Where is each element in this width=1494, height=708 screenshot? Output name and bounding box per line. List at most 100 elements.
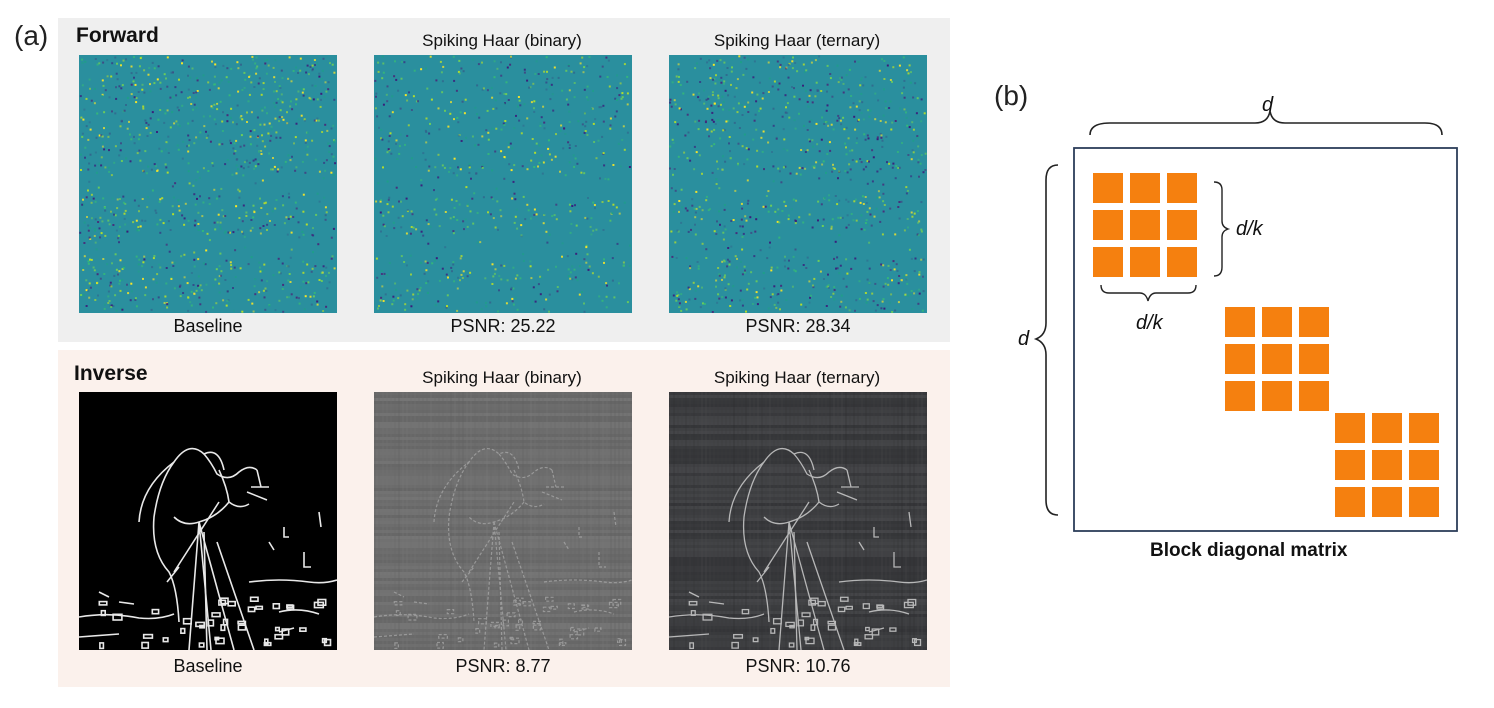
heatmap-pixel (125, 104, 127, 106)
heatmap-pixel (311, 267, 314, 270)
edge-line (669, 609, 910, 638)
stripe (510, 392, 512, 650)
stripe (374, 422, 632, 425)
heatmap-pixel (170, 71, 173, 74)
heatmap-pixel (517, 105, 519, 108)
heatmap-pixel (721, 95, 724, 98)
heatmap-pixel (239, 145, 242, 148)
heatmap-pixel (583, 310, 586, 313)
heatmap-pixel (892, 66, 895, 69)
heatmap-pixel (295, 296, 298, 299)
stripe (374, 599, 632, 602)
inverse-section-title: Inverse (74, 362, 148, 385)
heatmap-pixel (800, 149, 803, 151)
stripe (486, 392, 488, 650)
edge-blob (264, 638, 269, 646)
heatmap-pixel (202, 201, 205, 204)
heatmap-pixel (866, 298, 869, 301)
heatmap-pixel (445, 273, 448, 276)
heatmap-pixel (409, 254, 412, 257)
stripe (374, 449, 632, 452)
heatmap-pixel (289, 105, 292, 108)
heatmap-pixel (562, 147, 565, 150)
heatmap-pixel (164, 163, 167, 166)
heatmap-pixel (287, 279, 290, 282)
heatmap-pixel (470, 177, 472, 180)
heatmap-pixel (891, 166, 894, 169)
heatmap-pixel (151, 61, 154, 64)
heatmap-pixel (696, 62, 698, 65)
edge-line (836, 469, 859, 501)
heatmap-pixel (118, 282, 121, 285)
heatmap-pixel (438, 128, 441, 131)
edge-blob (789, 624, 795, 629)
heatmap-pixel (107, 302, 110, 304)
heatmap-pixel (687, 230, 690, 233)
stripe (398, 392, 400, 650)
heatmap-pixel (561, 242, 564, 245)
heatmap-pixel (862, 118, 865, 121)
heatmap-pixel (871, 84, 874, 87)
heatmap-pixel (767, 307, 770, 310)
heatmap-pixel (112, 305, 115, 308)
heatmap-pixel (196, 77, 198, 80)
heatmap-pixel (912, 128, 915, 131)
heatmap-pixel (177, 205, 180, 208)
heatmap-pixel (868, 115, 871, 118)
heatmap-pixel (320, 98, 322, 101)
heatmap-pixel (266, 229, 268, 231)
heatmap-pixel (848, 163, 851, 166)
heatmap-pixel (613, 296, 616, 299)
heatmap-pixel (560, 124, 563, 127)
heatmap-pixel (133, 142, 136, 145)
heatmap-pixel (167, 135, 170, 138)
heatmap-pixel (214, 66, 217, 69)
heatmap-pixel (400, 77, 403, 80)
stripe (534, 392, 536, 650)
heatmap-pixel (252, 204, 255, 207)
heatmap-pixel (134, 298, 137, 301)
matrix-block-cell (1093, 173, 1123, 203)
heatmap-pixel (298, 297, 300, 300)
heatmap-pixel (676, 291, 678, 294)
heatmap-pixel (145, 172, 148, 175)
heatmap-pixel (762, 92, 765, 95)
heatmap-pixel (327, 81, 330, 84)
heatmap-pixel (732, 107, 735, 110)
heatmap-pixel (271, 168, 274, 171)
heatmap-pixel (701, 209, 704, 212)
stripe (765, 392, 767, 650)
edge-blob (518, 618, 524, 626)
heatmap-pixel (197, 258, 200, 261)
heatmap-pixel (453, 157, 456, 160)
heatmap-pixel (136, 152, 139, 155)
heatmap-pixel (503, 156, 506, 158)
heatmap-pixel (299, 69, 302, 72)
stripe (669, 473, 927, 476)
heatmap-pixel (304, 295, 307, 298)
heatmap-pixel (669, 98, 672, 101)
heatmap-pixel (264, 59, 267, 62)
heatmap-pixel (309, 295, 312, 298)
heatmap-pixel (786, 102, 789, 105)
heatmap-pixel (128, 120, 130, 123)
heatmap-pixel (165, 77, 167, 80)
heatmap-pixel (743, 133, 746, 136)
heatmap-pixel (507, 141, 510, 144)
heatmap-pixel (618, 282, 620, 285)
heatmap-pixel (85, 97, 88, 100)
heatmap-pixel (510, 288, 513, 291)
heatmap-pixel (187, 96, 189, 99)
heatmap-pixel (206, 232, 209, 235)
heatmap-pixel (571, 205, 574, 207)
stripe (502, 392, 504, 650)
heatmap-pixel (138, 210, 140, 213)
stripe (374, 644, 632, 647)
stripe (669, 560, 927, 563)
heatmap-pixel (548, 153, 551, 156)
heatmap-pixel (487, 131, 490, 134)
stripe (626, 392, 628, 650)
heatmap-pixel (289, 256, 292, 259)
heatmap-pixel (515, 114, 517, 117)
heatmap-pixel (695, 190, 698, 193)
